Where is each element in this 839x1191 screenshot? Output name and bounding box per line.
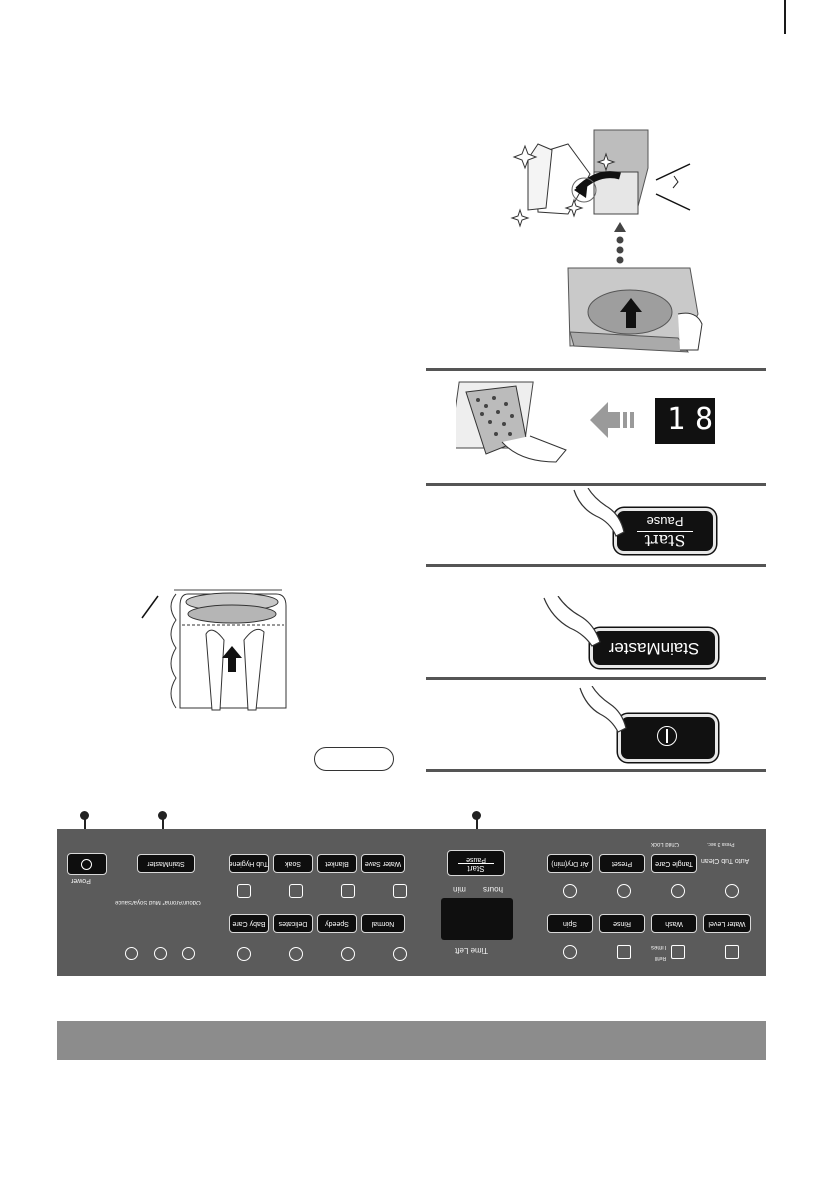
- laundry-loading-illustration: [136, 584, 288, 712]
- spin-button[interactable]: Spin: [547, 914, 593, 933]
- filter-clean-illustration: [456, 376, 568, 468]
- spin-icon: [563, 945, 577, 959]
- time-display: 18: [655, 398, 715, 444]
- hand-pointer-icon: [540, 596, 606, 652]
- normal-icon: [393, 947, 407, 961]
- power-label: Power: [71, 877, 91, 884]
- power-icon: [81, 859, 92, 870]
- min-label: min: [453, 885, 466, 894]
- time-left-label: Time Left: [455, 946, 488, 955]
- water-save-icon: [393, 884, 407, 898]
- time-left-display: [441, 898, 513, 940]
- power-icon-bar: [666, 729, 668, 743]
- page-edge-mark: [784, 0, 786, 34]
- pause-label: Pause: [617, 514, 713, 529]
- delicates-button[interactable]: Delicates: [273, 914, 313, 933]
- display-digits: 18: [667, 402, 723, 437]
- soak-icon: [289, 884, 303, 898]
- speedy-button[interactable]: Speedy: [317, 914, 357, 933]
- normal-button[interactable]: Normal: [361, 914, 405, 933]
- start-label: Start: [617, 531, 713, 550]
- lint-filter-illustration: [508, 124, 708, 356]
- panel-icon-row: [563, 945, 739, 961]
- water-save-button[interactable]: Water Save: [361, 854, 405, 873]
- hours-label: hours: [483, 885, 503, 894]
- blanket-icon: [341, 884, 355, 898]
- air-dry-icon: [563, 884, 577, 898]
- stainmaster-label: StainMaster: [593, 638, 715, 658]
- preset-button[interactable]: Preset: [599, 854, 645, 873]
- rinse-icon: [617, 945, 631, 959]
- power-key[interactable]: [618, 714, 718, 762]
- rinse-button[interactable]: Rinse: [599, 914, 645, 933]
- press-note-label: Press 3 sec.: [707, 841, 735, 847]
- stainmaster-button[interactable]: StainMaster: [137, 854, 195, 873]
- wash-button[interactable]: Wash: [651, 914, 697, 933]
- soak-option-icons: [125, 947, 195, 961]
- mud-icon: [154, 947, 167, 960]
- hand-pointer-icon: [576, 686, 632, 740]
- water-level-button[interactable]: Water Level: [703, 914, 751, 933]
- preset-icon: [617, 884, 631, 898]
- callout-dot: [158, 811, 167, 820]
- panel-icon-row: [237, 884, 407, 900]
- step-divider: [426, 564, 766, 567]
- tangle-care-button[interactable]: Tangle Care: [651, 854, 697, 873]
- note-pill: [314, 747, 394, 771]
- panel-start-divider: [458, 863, 494, 864]
- panel-start-pause-button[interactable]: Start Pause: [447, 850, 505, 876]
- arrow-left-icon: [590, 402, 638, 438]
- power-button[interactable]: [67, 853, 107, 875]
- stainmaster-key[interactable]: StainMaster: [590, 628, 718, 668]
- baby-care-button[interactable]: Baby Care: [229, 914, 269, 933]
- step-divider: [426, 483, 766, 486]
- section-header-bar: [57, 1021, 766, 1060]
- speedy-icon: [341, 947, 355, 961]
- panel-pause-label: Pause: [448, 856, 504, 863]
- step-divider: [426, 677, 766, 680]
- step-divider: [426, 769, 766, 772]
- child-lock-label: Child Lock: [651, 841, 679, 847]
- soya-sauce-icon: [125, 947, 138, 960]
- callout-dot: [80, 811, 89, 820]
- panel-start-label: Start: [448, 864, 504, 873]
- tangle-care-icon: [671, 884, 685, 898]
- auto-tub-clean-icon: [725, 884, 739, 898]
- key-divider: [637, 531, 693, 532]
- auto-tub-clean-label: Auto Tub Clean: [701, 857, 749, 864]
- odour-aroma-icon: [182, 947, 195, 960]
- hand-pointer-icon: [570, 488, 630, 544]
- step-divider: [426, 368, 766, 371]
- callout-dot: [472, 811, 481, 820]
- tub-hygiene-button[interactable]: Tub Hygiene: [229, 854, 269, 873]
- wash-icon: [671, 945, 685, 959]
- panel-icon-row: [237, 947, 407, 963]
- water-level-icon: [725, 945, 739, 959]
- air-dry-button[interactable]: Air Dry(min): [547, 854, 593, 873]
- panel-icon-row: [563, 884, 739, 900]
- soak-button[interactable]: Soak: [273, 854, 313, 873]
- control-panel: Power StainMaster Tub Hygiene Soak Blank…: [57, 829, 766, 976]
- blanket-button[interactable]: Blanket: [317, 854, 357, 873]
- tub-hygiene-icon: [237, 884, 251, 898]
- baby-care-icon: [237, 947, 251, 961]
- soak-options-note: Odour/Aroma* Mud Soya/Sauce: [115, 899, 201, 905]
- delicates-icon: [289, 947, 303, 961]
